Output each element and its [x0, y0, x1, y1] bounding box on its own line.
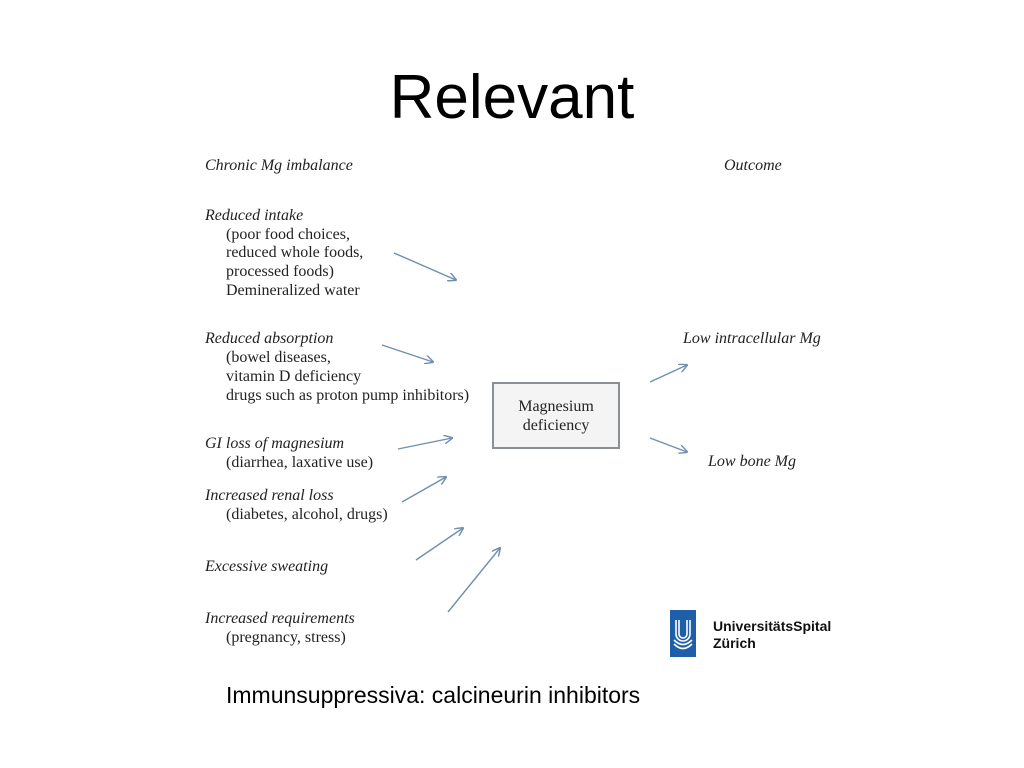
arrow-box-to-intracellular [649, 365, 687, 383]
cause-detail: (pregnancy, stress) [226, 629, 346, 646]
cause-detail: (poor food choices, [226, 226, 350, 243]
cause-detail: processed foods) [226, 263, 334, 280]
left-column-heading: Chronic Mg imbalance [205, 157, 353, 174]
cause-detail: Demineralized water [226, 282, 360, 299]
cause-detail: reduced whole foods, [226, 244, 364, 261]
cause-detail: (bowel diseases, [226, 349, 331, 366]
arrow-gi-to-box [397, 438, 452, 450]
arrow-absorption-to-box [381, 344, 433, 362]
cause-detail: (diarrhea, laxative use) [226, 454, 374, 471]
logo-text: UniversitätsSpital Zürich [713, 618, 831, 652]
cause-heading-increased-requirements: Increased requirements [205, 610, 355, 627]
cause-heading-excessive-sweating: Excessive sweating [205, 558, 329, 575]
arrow-box-to-bone [649, 437, 687, 452]
arrow-intake-to-box [393, 252, 456, 280]
arrow-requirements-to-box [447, 548, 500, 613]
arrow-sweating-to-box [415, 528, 463, 561]
cause-detail: (diabetes, alcohol, drugs) [226, 506, 388, 523]
center-box-line: deficiency [522, 416, 590, 434]
arrow-renal-to-box [401, 477, 446, 503]
outcome-low-intracellular-mg: Low intracellular Mg [683, 330, 821, 347]
center-box-line: Magnesium [518, 397, 594, 415]
logo-line: UniversitätsSpital [713, 618, 832, 634]
logo-line: Zürich [713, 635, 756, 651]
cause-heading-reduced-intake: Reduced intake [205, 207, 304, 224]
right-column-heading: Outcome [724, 157, 782, 174]
magnesium-deficiency-box: Magnesium deficiency [492, 382, 620, 449]
cause-heading-gi-loss: GI loss of magnesium [205, 435, 345, 452]
cause-heading-reduced-absorption: Reduced absorption [205, 330, 334, 347]
outcome-low-bone-mg: Low bone Mg [708, 453, 796, 470]
cause-detail: drugs such as proton pump inhibitors) [226, 387, 470, 404]
cause-detail: vitamin D deficiency [226, 368, 362, 385]
slide-caption: Immunsuppressiva: calcineurin inhibitors [226, 682, 641, 708]
cause-heading-renal-loss: Increased renal loss [205, 487, 334, 504]
logo-mark-icon [670, 610, 696, 657]
slide-title: Relevant [389, 63, 635, 132]
